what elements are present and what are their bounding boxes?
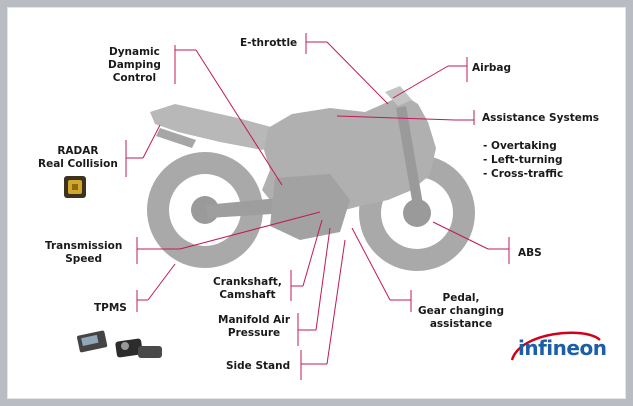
label-dynamic-damping-line3: Control xyxy=(112,72,157,84)
label-crankshaft: Crankshaft, Camshaft xyxy=(213,276,282,302)
label-side-stand: Side Stand xyxy=(226,360,291,372)
diagram-inner-border xyxy=(7,7,626,399)
label-radar-line1: RADAR xyxy=(57,145,99,157)
assistance-item: - Left-turning xyxy=(483,154,563,166)
windscreen xyxy=(385,86,412,106)
engine-block xyxy=(270,174,350,240)
assistance-item: - Overtaking xyxy=(483,140,557,152)
label-tpms: TPMS xyxy=(94,302,127,314)
label-dynamic-damping-line2: Damping xyxy=(108,59,161,71)
label-radar: RADAR Real Collision xyxy=(38,145,118,171)
tpms-sensor-image xyxy=(77,330,162,358)
tail-section xyxy=(150,104,288,150)
label-dynamic-damping: Dynamic Damping Control xyxy=(108,46,161,85)
front-fork xyxy=(396,106,424,212)
assistance-items-list: - Overtaking - Left-turning - Cross-traf… xyxy=(483,139,563,181)
label-crankshaft-line1: Crankshaft, xyxy=(213,276,282,288)
radar-chip-image xyxy=(64,176,86,198)
front-wheel-hub xyxy=(403,199,431,227)
label-manifold-line2: Pressure xyxy=(227,327,281,339)
label-pedal: Pedal, Gear changing assistance xyxy=(418,292,504,331)
label-e-throttle: E-throttle xyxy=(240,37,298,49)
connector-lines xyxy=(125,33,510,380)
label-pedal-line2: Gear changing xyxy=(418,305,505,317)
label-manifold: Manifold Air Pressure xyxy=(218,314,290,340)
label-crankshaft-line2: Camshaft xyxy=(219,289,276,301)
exhaust xyxy=(156,128,196,148)
label-transmission-line2: Speed xyxy=(65,253,103,265)
label-assistance-systems: Assistance Systems xyxy=(482,112,600,124)
label-pedal-line3: assistance xyxy=(429,318,493,330)
label-pedal-line1: Pedal, xyxy=(442,292,480,304)
label-airbag: Airbag xyxy=(472,62,512,74)
motorcycle-illustration xyxy=(147,86,475,271)
label-transmission-speed: Transmission Speed xyxy=(45,240,122,266)
label-manifold-line1: Manifold Air xyxy=(218,314,291,326)
label-abs: ABS xyxy=(518,247,542,259)
label-dynamic-damping-line1: Dynamic xyxy=(108,46,160,58)
label-transmission-line1: Transmission xyxy=(45,240,123,252)
infineon-logo-mark xyxy=(510,331,601,361)
assistance-item: - Cross-traffic xyxy=(483,168,564,180)
infineon-logo-text: infineon xyxy=(518,336,607,360)
label-radar-line2: Real Collision xyxy=(38,158,118,170)
